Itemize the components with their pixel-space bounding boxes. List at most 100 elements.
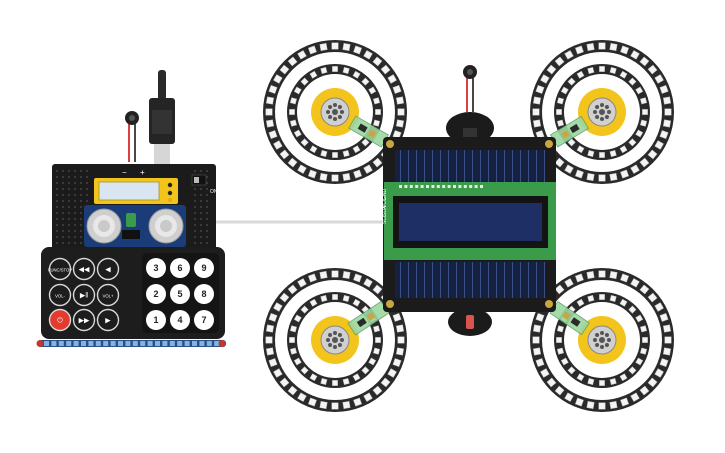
led-icon [556,119,564,127]
led-icon [308,273,317,283]
led-icon [266,347,274,356]
remote-number-5-button[interactable]: 5 [170,284,190,304]
led-icon [659,85,669,94]
remote-func-stop-button[interactable]: FUNC/STOP [48,257,72,281]
remote-vol-minus-button[interactable]: VOL- [48,283,72,307]
remote-button-label: ◀ [105,267,111,274]
led-icon [619,145,628,154]
led-icon [214,341,220,346]
led-icon [380,377,391,388]
led-icon [147,341,153,346]
led-icon [598,174,606,182]
remote-number-8-button[interactable]: 8 [194,284,214,304]
ultrasonic-chip [122,230,140,239]
remote-power-button[interactable]: ⏻ [48,308,72,332]
led-icon [647,377,658,388]
led-icon [630,164,640,174]
led-icon [342,378,350,386]
led-icon [266,96,274,105]
led-icon [118,341,123,346]
led-icon [363,50,373,60]
led-icon [554,56,565,67]
led-icon [540,74,550,84]
remote-button-label: ◀◀ [79,267,90,274]
bottom-led-icon [466,315,474,329]
led-icon [375,337,381,343]
led-icon [300,305,309,314]
remote-number-4-button[interactable]: 4 [170,310,190,330]
indicator-led-3 [168,198,172,202]
remote-number-2-button[interactable]: 2 [146,284,166,304]
led-icon [297,164,307,174]
led-icon [586,271,595,279]
led-icon [609,150,617,158]
led-icon [587,150,595,158]
led-icon [396,96,404,105]
led-icon [535,358,545,367]
led-icon [392,313,402,322]
led-icon [639,385,650,396]
remote-vol-plus-button[interactable]: VOL+ [96,283,120,307]
led-icon [352,373,361,382]
led-icon [265,336,273,344]
led-icon [289,347,297,355]
led-icon [628,138,637,147]
led-icon [540,368,550,378]
motor-bracket [549,301,590,336]
led-icon [609,66,617,74]
led-icon [647,292,658,303]
remote-number-6-button[interactable]: 6 [170,258,190,278]
led-icon [361,138,370,147]
motor-bracket [549,115,590,148]
led-icon [287,385,298,396]
led-icon [332,380,338,386]
remote-number-9-button[interactable]: 9 [194,258,214,278]
led-icon [586,173,595,181]
led-icon [575,397,584,407]
led-icon [342,271,351,279]
switch-on-label: ON [210,189,218,195]
remote-button-label: ▶‖ [80,293,88,300]
led-strip [36,340,226,347]
led-icon [287,56,298,67]
remote-play-pause-button[interactable]: ▶‖ [72,283,96,307]
led-icon [598,42,606,50]
led-icon [353,45,362,55]
led-icon [300,77,309,86]
remote-number-label: 4 [177,315,182,325]
led-icon [184,341,190,346]
led-icon [177,341,183,346]
remote-left-button[interactable]: ◀ [96,257,120,281]
led-icon [363,164,373,174]
led-icon [319,271,328,279]
led-icon [125,341,131,346]
remote-next-button[interactable]: ▶▶ [72,308,96,332]
indicator-led-1 [167,182,173,188]
led-icon [392,358,402,367]
led-icon [372,157,383,168]
remote-right-button[interactable]: ▶ [96,308,120,332]
led-icon [663,96,671,105]
led-icon [140,341,146,346]
led-icon [309,373,318,382]
remote-number-1-button[interactable]: 1 [146,310,166,330]
led-icon [332,294,338,300]
remote-number-3-button[interactable]: 3 [146,258,166,278]
led-icon [268,358,278,367]
led-icon [331,270,339,278]
remote-number-7-button[interactable]: 7 [194,310,214,330]
led-icon [331,402,339,410]
remote-prev-button[interactable]: ◀◀ [72,257,96,281]
remote-button-label: VOL- [55,294,65,299]
robot-chassis: GND VCC SDA SCL [382,65,556,336]
led-icon [533,324,541,333]
led-icon [342,294,350,302]
led-icon [273,302,283,312]
led-icon [372,284,383,295]
led-icon [659,313,669,322]
led-icon [309,70,318,79]
led-icon [664,336,672,344]
led-icon [361,77,370,86]
